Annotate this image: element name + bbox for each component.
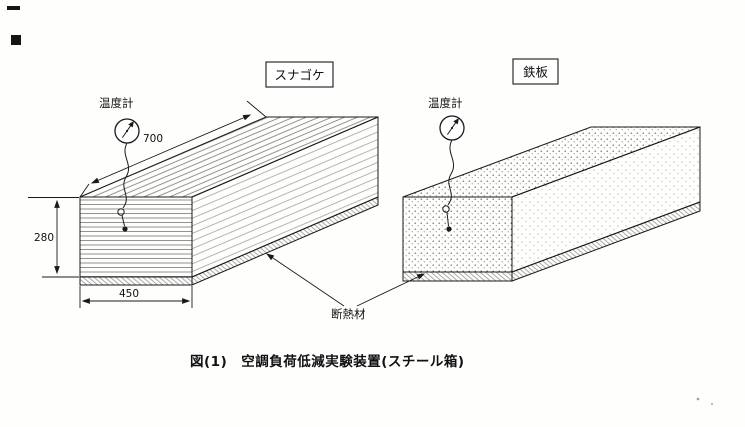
scan-artifact-speck [711, 403, 713, 405]
dim-ext-700-left [79, 183, 90, 198]
insulation-label: 断熱材 [331, 307, 366, 321]
steel-box-front-face [402, 196, 513, 273]
gauge-pivot [125, 129, 129, 133]
thermometer-wire [447, 139, 455, 206]
steel-box-drawing [402, 126, 701, 282]
gauge-needle-icon [121, 121, 134, 138]
thermometer-wire-loop [117, 208, 125, 216]
moss-box-insulation-strip-front [79, 276, 193, 286]
thermometer-sensor-dot [446, 226, 452, 232]
moss-box-insulation-strip-side [191, 196, 379, 286]
moss-box-title-text: スナゴケ [274, 68, 324, 83]
moss-box-front-face [79, 196, 193, 278]
scan-artifact-square [11, 35, 21, 45]
thermometer-wire [122, 142, 130, 209]
figure-caption: 図(1) 空調負荷低減実験装置(スチール箱) [190, 353, 465, 370]
moss-box-title: スナゴケ [265, 61, 334, 88]
gauge-pivot [450, 126, 454, 130]
insulation-callout [265, 253, 426, 307]
steel-thermometer [439, 115, 465, 232]
steel-thermometer-label: 温度計 [428, 96, 463, 110]
thermometer-wire-tail [446, 212, 449, 227]
steel-box-title: 鉄板 [512, 58, 559, 85]
dim-ext-700-right [246, 100, 267, 118]
insulation-arrow-left [265, 253, 345, 307]
thermometer-wire-tail [121, 215, 125, 227]
thermometer-sensor-dot [122, 226, 128, 232]
dim-label-width: 450 [119, 288, 139, 300]
gauge-needle-icon [446, 118, 459, 135]
dim-label-length: 700 [143, 133, 163, 145]
steel-box-title-frame [512, 58, 559, 85]
moss-box-title-frame [265, 61, 334, 88]
dim-line-700 [90, 114, 252, 184]
steel-box-insulation-strip-side [511, 201, 701, 282]
scan-artifact-speck [696, 397, 700, 401]
moss-box-dimensions [28, 100, 267, 308]
dim-label-height: 280 [34, 232, 54, 244]
scan-artifact-dash [7, 6, 20, 10]
steel-box-title-text: 鉄板 [523, 65, 549, 80]
thermometer-wire-loop [442, 205, 450, 213]
scan-artifacts [7, 6, 713, 405]
moss-thermometer [114, 118, 140, 232]
moss-thermometer-label: 温度計 [99, 96, 134, 110]
insulation-arrow-right [356, 273, 426, 307]
